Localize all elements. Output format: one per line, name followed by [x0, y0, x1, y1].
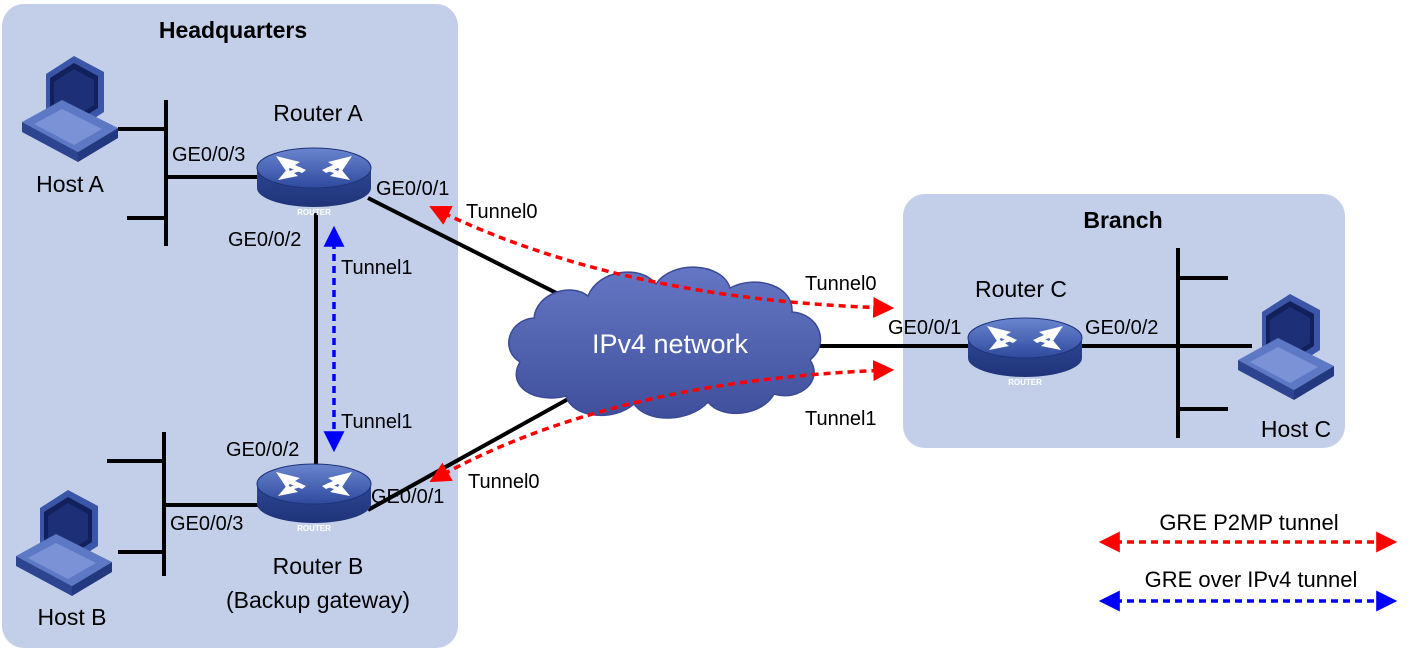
router-a-name: Router A — [273, 100, 363, 126]
router-c-tunnel1-label: Tunnel1 — [805, 408, 877, 430]
router-b-ge003: GE0/0/3 — [170, 513, 243, 535]
svg-text:ROUTER: ROUTER — [297, 524, 331, 533]
router-b-subtitle: (Backup gateway) — [226, 587, 410, 613]
router-c-name: Router C — [975, 276, 1067, 302]
headquarters-title: Headquarters — [159, 17, 307, 43]
router-c-ge001: GE0/0/1 — [888, 317, 961, 339]
p2mp-tunnel-b-c — [429, 360, 895, 483]
router-b-ge002: GE0/0/2 — [226, 439, 299, 461]
legend-gre-ipv4-label: GRE over IPv4 tunnel — [1145, 567, 1358, 592]
legend: GRE P2MP tunnel GRE over IPv4 tunnel — [1098, 510, 1398, 612]
router-a-icon: ROUTER — [256, 147, 372, 217]
svg-text:ROUTER: ROUTER — [1008, 378, 1042, 387]
router-b-tunnel1-label: Tunnel1 — [341, 411, 413, 433]
router-c-ge002: GE0/0/2 — [1085, 317, 1158, 339]
router-b-ge001: GE0/0/1 — [371, 486, 444, 508]
router-b-tunnel0-label: Tunnel0 — [468, 471, 540, 493]
tunnel-links — [323, 205, 895, 483]
host-b-label: Host B — [37, 604, 106, 630]
router-c-icon: ROUTER — [967, 317, 1083, 387]
host-c-label: Host C — [1261, 416, 1331, 442]
router-c-tunnel0-label: Tunnel0 — [805, 273, 877, 295]
ipv4-network-label: IPv4 network — [592, 329, 749, 359]
p2mp-tunnel-a-c — [429, 205, 895, 318]
legend-p2mp-label: GRE P2MP tunnel — [1159, 510, 1338, 535]
svg-text:ROUTER: ROUTER — [297, 208, 331, 217]
router-a-ge001: GE0/0/1 — [376, 178, 449, 200]
router-a-ge003: GE0/0/3 — [172, 144, 245, 166]
router-b-name: Router B — [273, 553, 364, 579]
router-b-icon: ROUTER — [256, 463, 372, 533]
branch-zone — [903, 194, 1345, 448]
router-a-tunnel0-label: Tunnel0 — [466, 201, 538, 223]
router-a-ge002: GE0/0/2 — [228, 229, 301, 251]
branch-title: Branch — [1083, 207, 1162, 233]
router-a-tunnel1-label: Tunnel1 — [341, 257, 413, 279]
host-a-label: Host A — [36, 171, 104, 197]
